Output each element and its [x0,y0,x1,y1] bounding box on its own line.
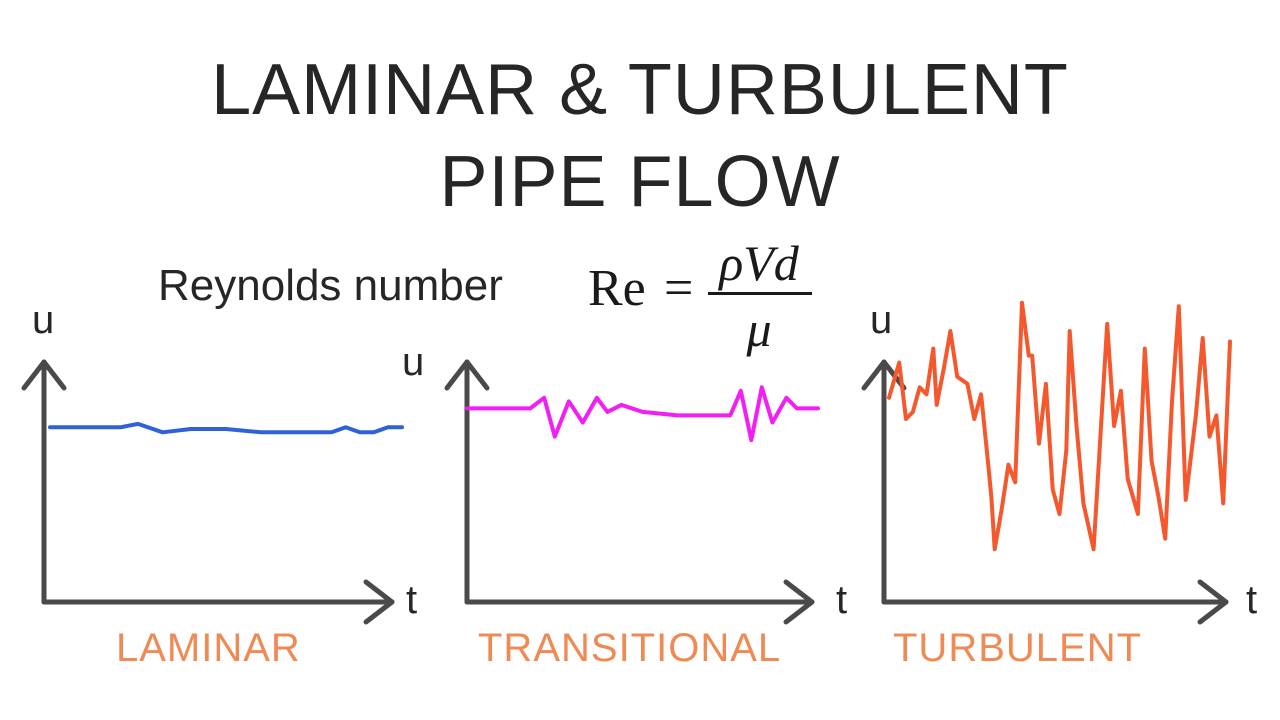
formula-fraction-bar [708,292,812,295]
formula-numerator: ρVd [719,235,799,291]
turbulent-y-axis-label: u [870,298,893,342]
turbulent-panel-label: TURBULENT [893,626,1143,670]
transitional-panel-label: TRANSITIONAL [478,626,782,670]
laminar-x-axis-arrowhead [363,579,395,625]
transitional-velocity-series [465,385,820,443]
turbulent-x-axis-arrowhead [1197,579,1229,625]
reynolds-number-label: Reynolds number [158,261,503,310]
formula-equals: = [664,260,694,317]
reynolds-formula: Re = ρVd μ [588,238,828,368]
transitional-x-axis-arrowhead [783,579,815,625]
title-line-1: LAMINAR & TURBULENT [211,50,1069,130]
title-line-2: PIPE FLOW [439,142,841,222]
transitional-x-axis-label: t [836,578,848,622]
turbulent-y-axis-arrowhead [861,359,907,391]
turbulent-x-axis-label: t [1246,578,1258,622]
formula-denominator: μ [746,301,772,357]
laminar-y-axis-label: u [32,298,55,342]
laminar-panel-label: LAMINAR [116,626,301,670]
formula-lhs: Re [588,260,646,317]
transitional-y-axis-label: u [402,340,425,384]
turbulent-velocity-series [887,300,1232,552]
laminar-velocity-series [48,421,404,435]
laminar-x-axis-label: t [406,578,418,622]
laminar-y-axis-arrowhead [21,359,67,391]
transitional-y-axis-arrowhead [444,359,490,391]
